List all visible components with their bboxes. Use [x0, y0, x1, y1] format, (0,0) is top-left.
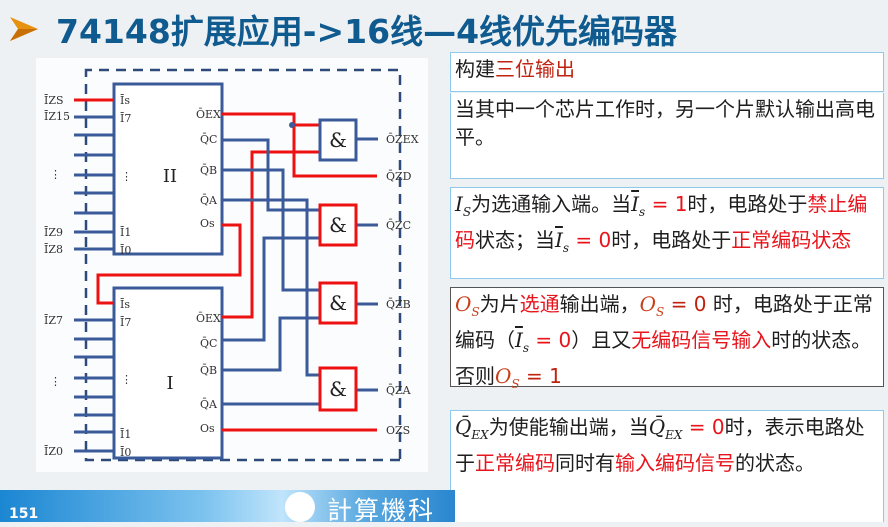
chip-i-label: I — [166, 373, 173, 394]
svg-text:Ī0: Ī0 — [120, 244, 131, 257]
and-gate-label: & — [329, 377, 347, 401]
svg-text:Ī1: Ī1 — [120, 226, 131, 239]
svg-text:Īs: Īs — [120, 298, 130, 311]
and-gate-label: & — [329, 128, 347, 152]
svg-text:ĪZS: ĪZS — [44, 94, 64, 107]
svg-text:Os: Os — [200, 422, 215, 435]
svg-text:Q̄ZD: Q̄ZD — [386, 170, 412, 183]
svg-text:ŌZEX: ŌZEX — [386, 133, 419, 146]
svg-text:OZS: OZS — [386, 424, 410, 437]
svg-text:ŌEX: ŌEX — [196, 108, 221, 121]
university-logo-icon — [285, 492, 315, 522]
svg-text:Īs: Īs — [120, 94, 130, 107]
note-box-default-high: 当其中一个芯片工作时，另一个片默认输出高电平。 — [450, 93, 884, 179]
orange-arrow-bullet-icon — [10, 17, 38, 41]
svg-text:Q̄ZC: Q̄ZC — [386, 219, 411, 232]
svg-text:ŌEX: ŌEX — [196, 312, 221, 325]
page-number: 151 — [9, 506, 39, 522]
slide-title: 74148扩展应用->16线—4线优先编码器 — [8, 4, 677, 54]
chip-ii-label: II — [163, 166, 177, 187]
and-gate-label: & — [329, 213, 347, 237]
svg-text:Q̄A: Q̄A — [200, 398, 218, 411]
svg-text:ĪZ15: ĪZ15 — [44, 110, 70, 123]
note-box-strobe-input: IS为选通输入端。当Is = 1时，电路处于禁止编码状态；当Is = 0时，电路… — [450, 187, 884, 279]
svg-text:Q̄C: Q̄C — [200, 337, 217, 350]
svg-text:Q̄B: Q̄B — [200, 364, 217, 377]
svg-text:Q̄C: Q̄C — [200, 133, 217, 146]
svg-text:Ī7: Ī7 — [120, 112, 131, 125]
encoder-schematic: & & & & II I Īs Ī7 ⋮ Ī1 Ī0 ŌEX Q̄C Q̄B Q… — [44, 68, 419, 462]
svg-text:⋮: ⋮ — [50, 168, 61, 181]
svg-text:ĪZ8: ĪZ8 — [44, 243, 63, 256]
footer-bar: 151 計算機科 — [0, 490, 455, 525]
svg-text:Ī1: Ī1 — [120, 428, 131, 441]
note-box-enable-output: Q̄EX为使能输出端，当Q̄EX = 0时，表示电路处于正常编码同时有输入编码信… — [450, 410, 884, 522]
svg-text:Q̄ZA: Q̄ZA — [386, 384, 412, 397]
svg-text:Q̄ZB: Q̄ZB — [386, 298, 411, 311]
svg-text:ĪZ0: ĪZ0 — [44, 445, 63, 458]
svg-text:Os: Os — [200, 217, 215, 230]
svg-text:⋮: ⋮ — [121, 373, 132, 386]
svg-text:⋮: ⋮ — [121, 170, 132, 183]
footer-logo-text: 計算機科 — [327, 496, 436, 525]
svg-text:Q̄B: Q̄B — [200, 164, 217, 177]
svg-text:ĪZ9: ĪZ9 — [44, 226, 63, 239]
svg-text:ĪZ7: ĪZ7 — [44, 314, 63, 327]
svg-text:Q̄A: Q̄A — [200, 194, 218, 207]
note-box-strobe-output: OS为片选通输出端，OS = 0 时，电路处于正常编码（Is = 0）且又无编码… — [450, 287, 884, 391]
svg-text:⋮: ⋮ — [50, 375, 61, 388]
svg-text:Ī7: Ī7 — [120, 316, 131, 329]
circuit-diagram: & & & & II I Īs Ī7 ⋮ Ī1 Ī0 ŌEX Q̄C Q̄B Q… — [36, 58, 428, 472]
and-gate-label: & — [329, 291, 347, 315]
title-text: 74148扩展应用->16线—4线优先编码器 — [56, 12, 678, 51]
svg-text:Ī0: Ī0 — [120, 446, 131, 459]
note-box-three-bit-output: 构建三位输出 — [450, 52, 884, 92]
